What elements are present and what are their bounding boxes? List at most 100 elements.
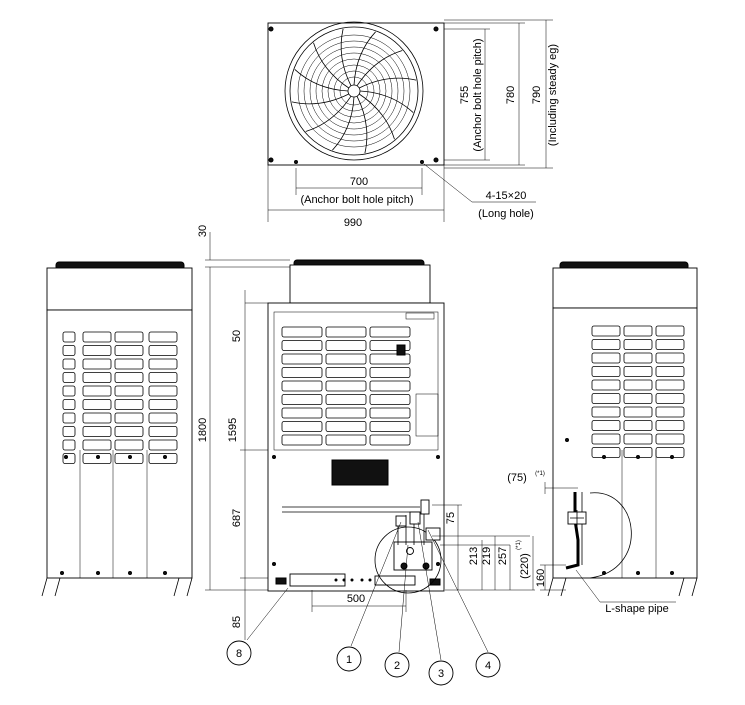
grille-slot bbox=[655, 352, 685, 364]
grille-slot bbox=[82, 426, 112, 437]
dim-220-note: (*1) bbox=[516, 540, 522, 550]
grille-slot bbox=[655, 420, 685, 431]
left-grilles bbox=[62, 331, 178, 464]
grille-slot bbox=[114, 345, 144, 356]
dim-990: 990 bbox=[344, 217, 362, 229]
front-view-dimensions: 30 1800 50 1595 687 85 500 75 213 219 25… bbox=[197, 225, 535, 640]
dim-500: 500 bbox=[347, 593, 365, 605]
grille-slot bbox=[623, 379, 653, 391]
grille-slot bbox=[114, 385, 144, 397]
valve-detail-circle bbox=[374, 526, 442, 594]
dim-75-front: 75 bbox=[445, 512, 457, 524]
grille-slot bbox=[281, 326, 323, 338]
dim-755: 755 bbox=[459, 86, 471, 104]
grille-slot bbox=[82, 385, 112, 397]
grille-slot bbox=[369, 434, 411, 446]
svg-text:3: 3 bbox=[438, 668, 444, 680]
grille-slot bbox=[281, 421, 323, 432]
fan-hub bbox=[347, 84, 361, 98]
grille-slot bbox=[82, 372, 112, 383]
dim-790-note: (Including steady eg) bbox=[547, 44, 559, 146]
side-detail-arc bbox=[589, 492, 632, 579]
dim-220: (220) bbox=[519, 553, 531, 579]
l-shape-pipe bbox=[565, 492, 580, 570]
grille-slot bbox=[148, 385, 178, 397]
grille-slot bbox=[82, 345, 112, 356]
grille-slot bbox=[591, 433, 621, 445]
grille-slot bbox=[62, 331, 76, 343]
grille-slot bbox=[591, 366, 621, 377]
dim-160: 160 bbox=[535, 569, 547, 587]
callout-2: 2 bbox=[384, 652, 410, 678]
grille-slot bbox=[62, 372, 76, 383]
grille-slot bbox=[82, 399, 112, 410]
grille-slot bbox=[591, 420, 621, 431]
fan-grill-ring bbox=[321, 58, 387, 124]
grille-slot bbox=[325, 367, 367, 378]
grille-slot bbox=[62, 426, 76, 437]
callout-3: 3 bbox=[428, 660, 454, 686]
dim-1800: 1800 bbox=[197, 418, 209, 442]
fan-grill-ring bbox=[333, 70, 375, 112]
fan-blade bbox=[359, 90, 414, 113]
grille-slot bbox=[148, 453, 178, 464]
grille-slot bbox=[369, 380, 411, 392]
dim-687: 687 bbox=[231, 509, 243, 527]
grille-slot bbox=[325, 407, 367, 419]
grille-slot bbox=[591, 379, 621, 391]
grille-slot bbox=[281, 367, 323, 378]
fan-blade bbox=[356, 50, 403, 87]
dim-50: 50 bbox=[231, 330, 243, 342]
grille-slot bbox=[148, 358, 178, 370]
front-service-panel bbox=[331, 459, 389, 486]
grille-slot bbox=[623, 325, 653, 337]
grille-slot bbox=[623, 366, 653, 377]
grille-slot bbox=[148, 345, 178, 356]
callout-4: 4 bbox=[475, 652, 501, 678]
grille-slot bbox=[82, 412, 112, 424]
dim-1595: 1595 bbox=[227, 418, 239, 442]
grille-slot bbox=[369, 353, 411, 365]
dim-219: 219 bbox=[481, 547, 493, 565]
grille-slot bbox=[591, 352, 621, 364]
grille-slot bbox=[591, 393, 621, 404]
dim-780: 780 bbox=[505, 86, 517, 104]
grille-slot bbox=[655, 433, 685, 445]
grille-slot bbox=[281, 394, 323, 405]
dim-700-note: (Anchor bolt hole pitch) bbox=[300, 194, 413, 206]
grille-slot bbox=[148, 399, 178, 410]
dim-85: 85 bbox=[231, 616, 243, 628]
grille-slot bbox=[148, 412, 178, 424]
grille-slot bbox=[114, 372, 144, 383]
fan-outer-ring bbox=[284, 21, 424, 161]
svg-text:4: 4 bbox=[485, 660, 491, 672]
grille-slot bbox=[148, 426, 178, 437]
grille-slot bbox=[623, 420, 653, 431]
grille-slot bbox=[325, 326, 367, 338]
grille-slot bbox=[591, 325, 621, 337]
grille-slot bbox=[148, 372, 178, 383]
grille-slot bbox=[325, 421, 367, 432]
fan-grill-ring bbox=[303, 40, 405, 142]
fan-grill-ring bbox=[327, 64, 381, 118]
top-view-dimensions: 700 (Anchor bolt hole pitch) 990 4-15×20… bbox=[267, 19, 559, 229]
svg-text:2: 2 bbox=[394, 660, 400, 672]
grille-slot bbox=[114, 399, 144, 410]
fan-grill-ring bbox=[309, 46, 399, 136]
front-view bbox=[267, 259, 445, 594]
hole-note: (Long hole) bbox=[478, 208, 534, 220]
fan-guard-ring bbox=[289, 26, 419, 156]
grille-slot bbox=[623, 352, 653, 364]
grille-slot bbox=[114, 412, 144, 424]
fan-grill bbox=[291, 28, 417, 154]
fan-blade bbox=[313, 42, 350, 89]
grille-slot bbox=[148, 331, 178, 343]
grille-slot bbox=[281, 407, 323, 419]
grille-slot bbox=[655, 447, 685, 458]
side-view-dimensions: (75) (*1) 160 L-shape pipe bbox=[507, 471, 676, 615]
fan-blade bbox=[305, 95, 352, 132]
grille-slot bbox=[591, 406, 621, 418]
grille-slot bbox=[623, 393, 653, 404]
